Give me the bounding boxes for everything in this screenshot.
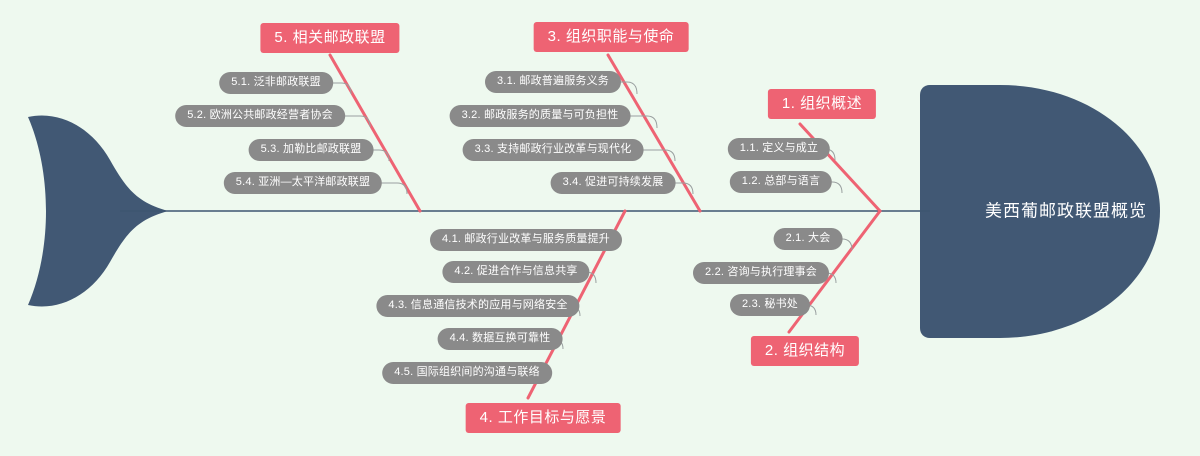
sub-item-3-2[interactable]: 3.2. 邮政服务的质量与可负担性 bbox=[449, 105, 631, 127]
sub-item-1-1[interactable]: 1.1. 定义与成立 bbox=[727, 138, 831, 160]
item-connector-5-3 bbox=[350, 149, 390, 162]
item-connector-3-4 bbox=[653, 182, 694, 195]
sub-item-2-1[interactable]: 2.1. 大会 bbox=[773, 228, 843, 250]
sub-item-4-2[interactable]: 4.2. 促进合作与信息共享 bbox=[442, 261, 590, 283]
sub-item-3-3[interactable]: 3.3. 支持邮政行业改革与现代化 bbox=[462, 139, 644, 161]
item-connector-1-2 bbox=[811, 181, 843, 194]
fish-head bbox=[920, 85, 1160, 338]
sub-item-5-3[interactable]: 5.3. 加勒比邮政联盟 bbox=[248, 139, 374, 161]
sub-item-5-4[interactable]: 5.4. 亚洲—太平洋邮政联盟 bbox=[223, 172, 383, 194]
sub-item-1-2[interactable]: 1.2. 总部与语言 bbox=[729, 171, 833, 193]
sub-item-4-1[interactable]: 4.1. 邮政行业改革与服务质量提升 bbox=[429, 229, 623, 251]
category-bone-5 bbox=[328, 53, 422, 213]
item-connector-3-3 bbox=[614, 149, 676, 162]
sub-item-2-3[interactable]: 2.3. 秘书处 bbox=[729, 294, 811, 316]
fish-tail bbox=[28, 115, 168, 307]
fish-head-group bbox=[920, 85, 1160, 338]
item-connector-5-4 bbox=[355, 182, 408, 195]
item-connector-3-1 bbox=[595, 81, 638, 95]
sub-item-5-1[interactable]: 5.1. 泛非邮政联盟 bbox=[219, 72, 333, 94]
category-label-5[interactable]: 5. 相关邮政联盟 bbox=[260, 23, 400, 53]
sub-item-4-5[interactable]: 4.5. 国际组织间的沟通与联络 bbox=[382, 362, 552, 384]
sub-item-5-2[interactable]: 5.2. 欧洲公共邮政经营者协会 bbox=[175, 105, 345, 127]
sub-item-3-1[interactable]: 3.1. 邮政普遍服务义务 bbox=[484, 71, 622, 93]
sub-item-4-3[interactable]: 4.3. 信息通信技术的应用与网络安全 bbox=[376, 295, 580, 317]
sub-item-2-2[interactable]: 2.2. 咨询与执行理事会 bbox=[692, 262, 830, 284]
category-label-3[interactable]: 3. 组织职能与使命 bbox=[533, 22, 689, 52]
category-label-1[interactable]: 1. 组织概述 bbox=[767, 89, 877, 119]
item-connector-5-1 bbox=[313, 82, 352, 95]
fish-tail-group bbox=[28, 115, 168, 307]
category-label-2[interactable]: 2. 组织结构 bbox=[750, 336, 860, 366]
sub-item-3-4[interactable]: 3.4. 促进可持续发展 bbox=[550, 172, 676, 194]
sub-item-4-4[interactable]: 4.4. 数据互换可靠性 bbox=[437, 328, 563, 350]
item-connector-5-2 bbox=[315, 115, 371, 128]
fish-head-title: 美西葡邮政联盟概览 bbox=[985, 201, 1147, 221]
category-label-4[interactable]: 4. 工作目标与愿景 bbox=[465, 403, 621, 433]
category-bone-3 bbox=[606, 53, 702, 213]
item-connector-3-2 bbox=[598, 115, 658, 129]
